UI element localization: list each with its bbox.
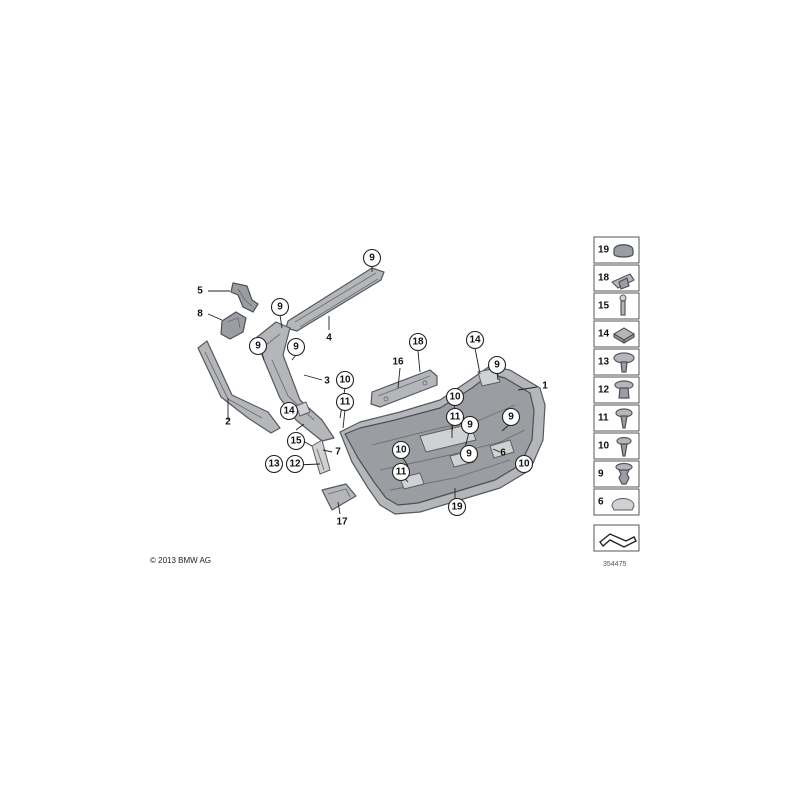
part-8-bracket — [220, 311, 247, 340]
legend-num-6: 6 — [598, 497, 604, 508]
callout-15: 15 — [286, 431, 306, 451]
svg-text:10: 10 — [339, 375, 351, 386]
callout-18: 18 — [408, 332, 428, 352]
svg-text:19: 19 — [451, 502, 463, 513]
fastener-legend: 19 18 15 14 13 12 11 10 9 6 — [593, 236, 640, 552]
leader-lines — [207, 266, 538, 515]
label-2: 2 — [225, 417, 231, 428]
svg-text:12: 12 — [289, 459, 301, 470]
callout-9-b: 9 — [270, 297, 290, 317]
svg-text:9: 9 — [494, 360, 500, 371]
svg-text:15: 15 — [290, 436, 302, 447]
callout-13: 13 — [264, 454, 284, 474]
svg-text:9: 9 — [369, 253, 375, 264]
label-16: 16 — [392, 357, 404, 368]
callout-9-i: 9 — [459, 444, 479, 464]
callout-12: 12 — [285, 454, 305, 474]
callout-9-c: 9 — [248, 336, 268, 356]
push-button-rivet-icon — [613, 352, 635, 373]
svg-text:9: 9 — [467, 420, 473, 431]
svg-text:13: 13 — [268, 459, 280, 470]
legend-num-19: 19 — [598, 245, 610, 256]
part-3-pillar-trim — [255, 321, 335, 442]
callout-9-d: 9 — [286, 337, 306, 357]
svg-text:9: 9 — [466, 449, 472, 460]
legend-num-12: 12 — [598, 385, 610, 396]
clip-bracket-icon — [611, 273, 635, 290]
copyright-text: © 2013 BMW AG — [150, 556, 211, 565]
label-5: 5 — [197, 286, 203, 297]
svg-text:18: 18 — [412, 337, 424, 348]
label-17: 17 — [336, 517, 348, 528]
svg-text:9: 9 — [255, 341, 261, 352]
legend-num-15: 15 — [598, 301, 610, 312]
callout-14-b: 14 — [465, 330, 485, 350]
svg-text:9: 9 — [293, 342, 299, 353]
part-17-corner-cover — [321, 483, 357, 511]
callout-9-a: 9 — [362, 248, 382, 268]
label-8: 8 — [197, 309, 203, 320]
christmas-tree-clip-icon — [615, 462, 633, 485]
part-7-trim-piece — [311, 439, 331, 475]
svg-text:10: 10 — [449, 392, 461, 403]
callout-19: 19 — [447, 497, 467, 517]
callout-9-f: 9 — [501, 407, 521, 427]
label-4: 4 — [326, 333, 332, 344]
grommet-icon — [613, 244, 634, 258]
callout-9-e: 9 — [487, 355, 507, 375]
legend-num-13: 13 — [598, 357, 610, 368]
part-1-tailgate-trim-panel — [339, 365, 546, 515]
callout-11-a: 11 — [335, 392, 355, 412]
phillips-screw-icon — [616, 436, 632, 457]
callout-10-b: 10 — [445, 387, 465, 407]
svg-text:9: 9 — [277, 302, 283, 313]
legend-num-18: 18 — [598, 273, 610, 284]
legend-num-9: 9 — [598, 469, 604, 480]
callout-9-g: 9 — [460, 415, 480, 435]
svg-text:11: 11 — [450, 412, 461, 423]
template-outline-icon — [599, 533, 637, 548]
plain-labels: 5 8 2 3 4 16 1 7 17 6 — [197, 286, 548, 528]
square-nut-icon — [613, 327, 635, 344]
label-1: 1 — [542, 381, 548, 392]
svg-text:14: 14 — [283, 406, 295, 417]
callout-11-b: 11 — [445, 407, 465, 427]
svg-text:11: 11 — [396, 467, 407, 478]
pin-clip-icon — [619, 294, 627, 316]
callout-10-d: 10 — [514, 454, 534, 474]
torx-screw-icon — [615, 408, 633, 429]
callout-10-a: 10 — [335, 370, 355, 390]
label-7: 7 — [335, 447, 341, 458]
svg-text:10: 10 — [518, 459, 530, 470]
callout-10-c: 10 — [391, 440, 411, 460]
legend-num-14: 14 — [598, 329, 610, 340]
cover-cap-icon — [611, 498, 635, 511]
svg-text:11: 11 — [340, 397, 351, 408]
svg-text:14: 14 — [469, 335, 481, 346]
label-3: 3 — [324, 376, 330, 387]
legend-num-10: 10 — [598, 441, 610, 452]
part-16-handle-strip — [370, 369, 438, 408]
part-5-bracket — [230, 282, 259, 313]
expanding-rivet-icon — [614, 380, 634, 399]
callout-14-a: 14 — [279, 401, 299, 421]
callout-11-c: 11 — [391, 462, 411, 482]
svg-text:9: 9 — [508, 412, 514, 423]
label-6: 6 — [500, 448, 506, 459]
legend-num-11: 11 — [598, 413, 609, 424]
svg-text:10: 10 — [395, 445, 407, 456]
diagram-number: 354475 — [603, 561, 626, 568]
part-4-upper-trim-strip — [285, 267, 385, 332]
